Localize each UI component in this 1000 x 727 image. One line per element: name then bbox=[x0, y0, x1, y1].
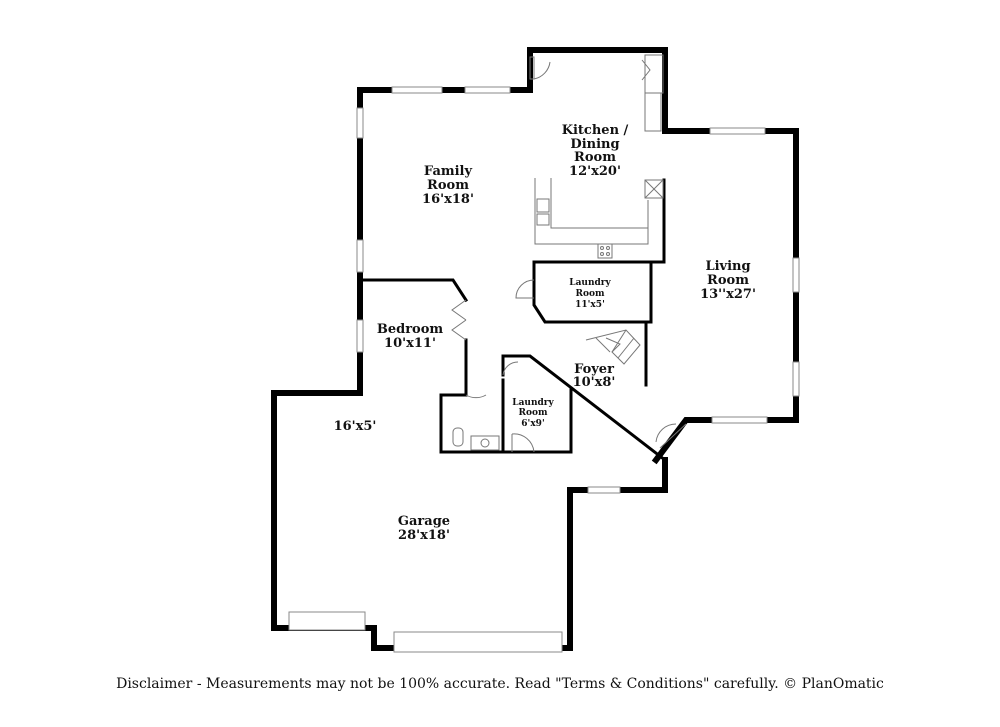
kitchen-name1: Kitchen / bbox=[562, 123, 629, 138]
family-room-dims: 16'x18' bbox=[422, 192, 474, 207]
laundry2-dims: 6'x9' bbox=[521, 419, 544, 429]
living-room-name2: Room bbox=[707, 273, 749, 288]
living-room-dims: 13''x27' bbox=[700, 287, 756, 302]
foyer-dims: 10'x8' bbox=[573, 375, 616, 390]
windows bbox=[288, 86, 800, 653]
garage-dims: 28'x18' bbox=[398, 528, 450, 543]
bedroom-dims: 10'x11' bbox=[384, 336, 436, 351]
laundry2-name2: Room bbox=[518, 408, 547, 418]
family-room-name1: Family bbox=[424, 164, 473, 179]
laundry1-dims: 11'x5' bbox=[575, 300, 605, 310]
kitchen-dims: 12'x20' bbox=[569, 164, 621, 179]
bedroom-name: Bedroom bbox=[377, 322, 444, 337]
exterior-walls bbox=[271, 47, 799, 651]
laundry1-name1: Laundry bbox=[569, 278, 611, 288]
garage-name: Garage bbox=[398, 514, 450, 529]
disclaimer-text: Disclaimer - Measurements may not be 100… bbox=[116, 676, 884, 692]
living-room-name1: Living bbox=[705, 259, 750, 274]
interior-walls bbox=[358, 178, 668, 463]
kitchen-name3: Room bbox=[574, 150, 616, 165]
laundry2-name1: Laundry bbox=[512, 398, 554, 408]
room-labels: Family Room 16'x18' Kitchen / Dining Roo… bbox=[334, 123, 756, 543]
garage-extra-dims: 16'x5' bbox=[334, 419, 377, 434]
kitchen-name2: Dining bbox=[570, 137, 619, 152]
family-room-name2: Room bbox=[427, 178, 469, 193]
doors-and-fixtures bbox=[451, 54, 687, 453]
laundry1-name2: Room bbox=[575, 289, 604, 299]
foyer-name: Foyer bbox=[574, 362, 614, 377]
